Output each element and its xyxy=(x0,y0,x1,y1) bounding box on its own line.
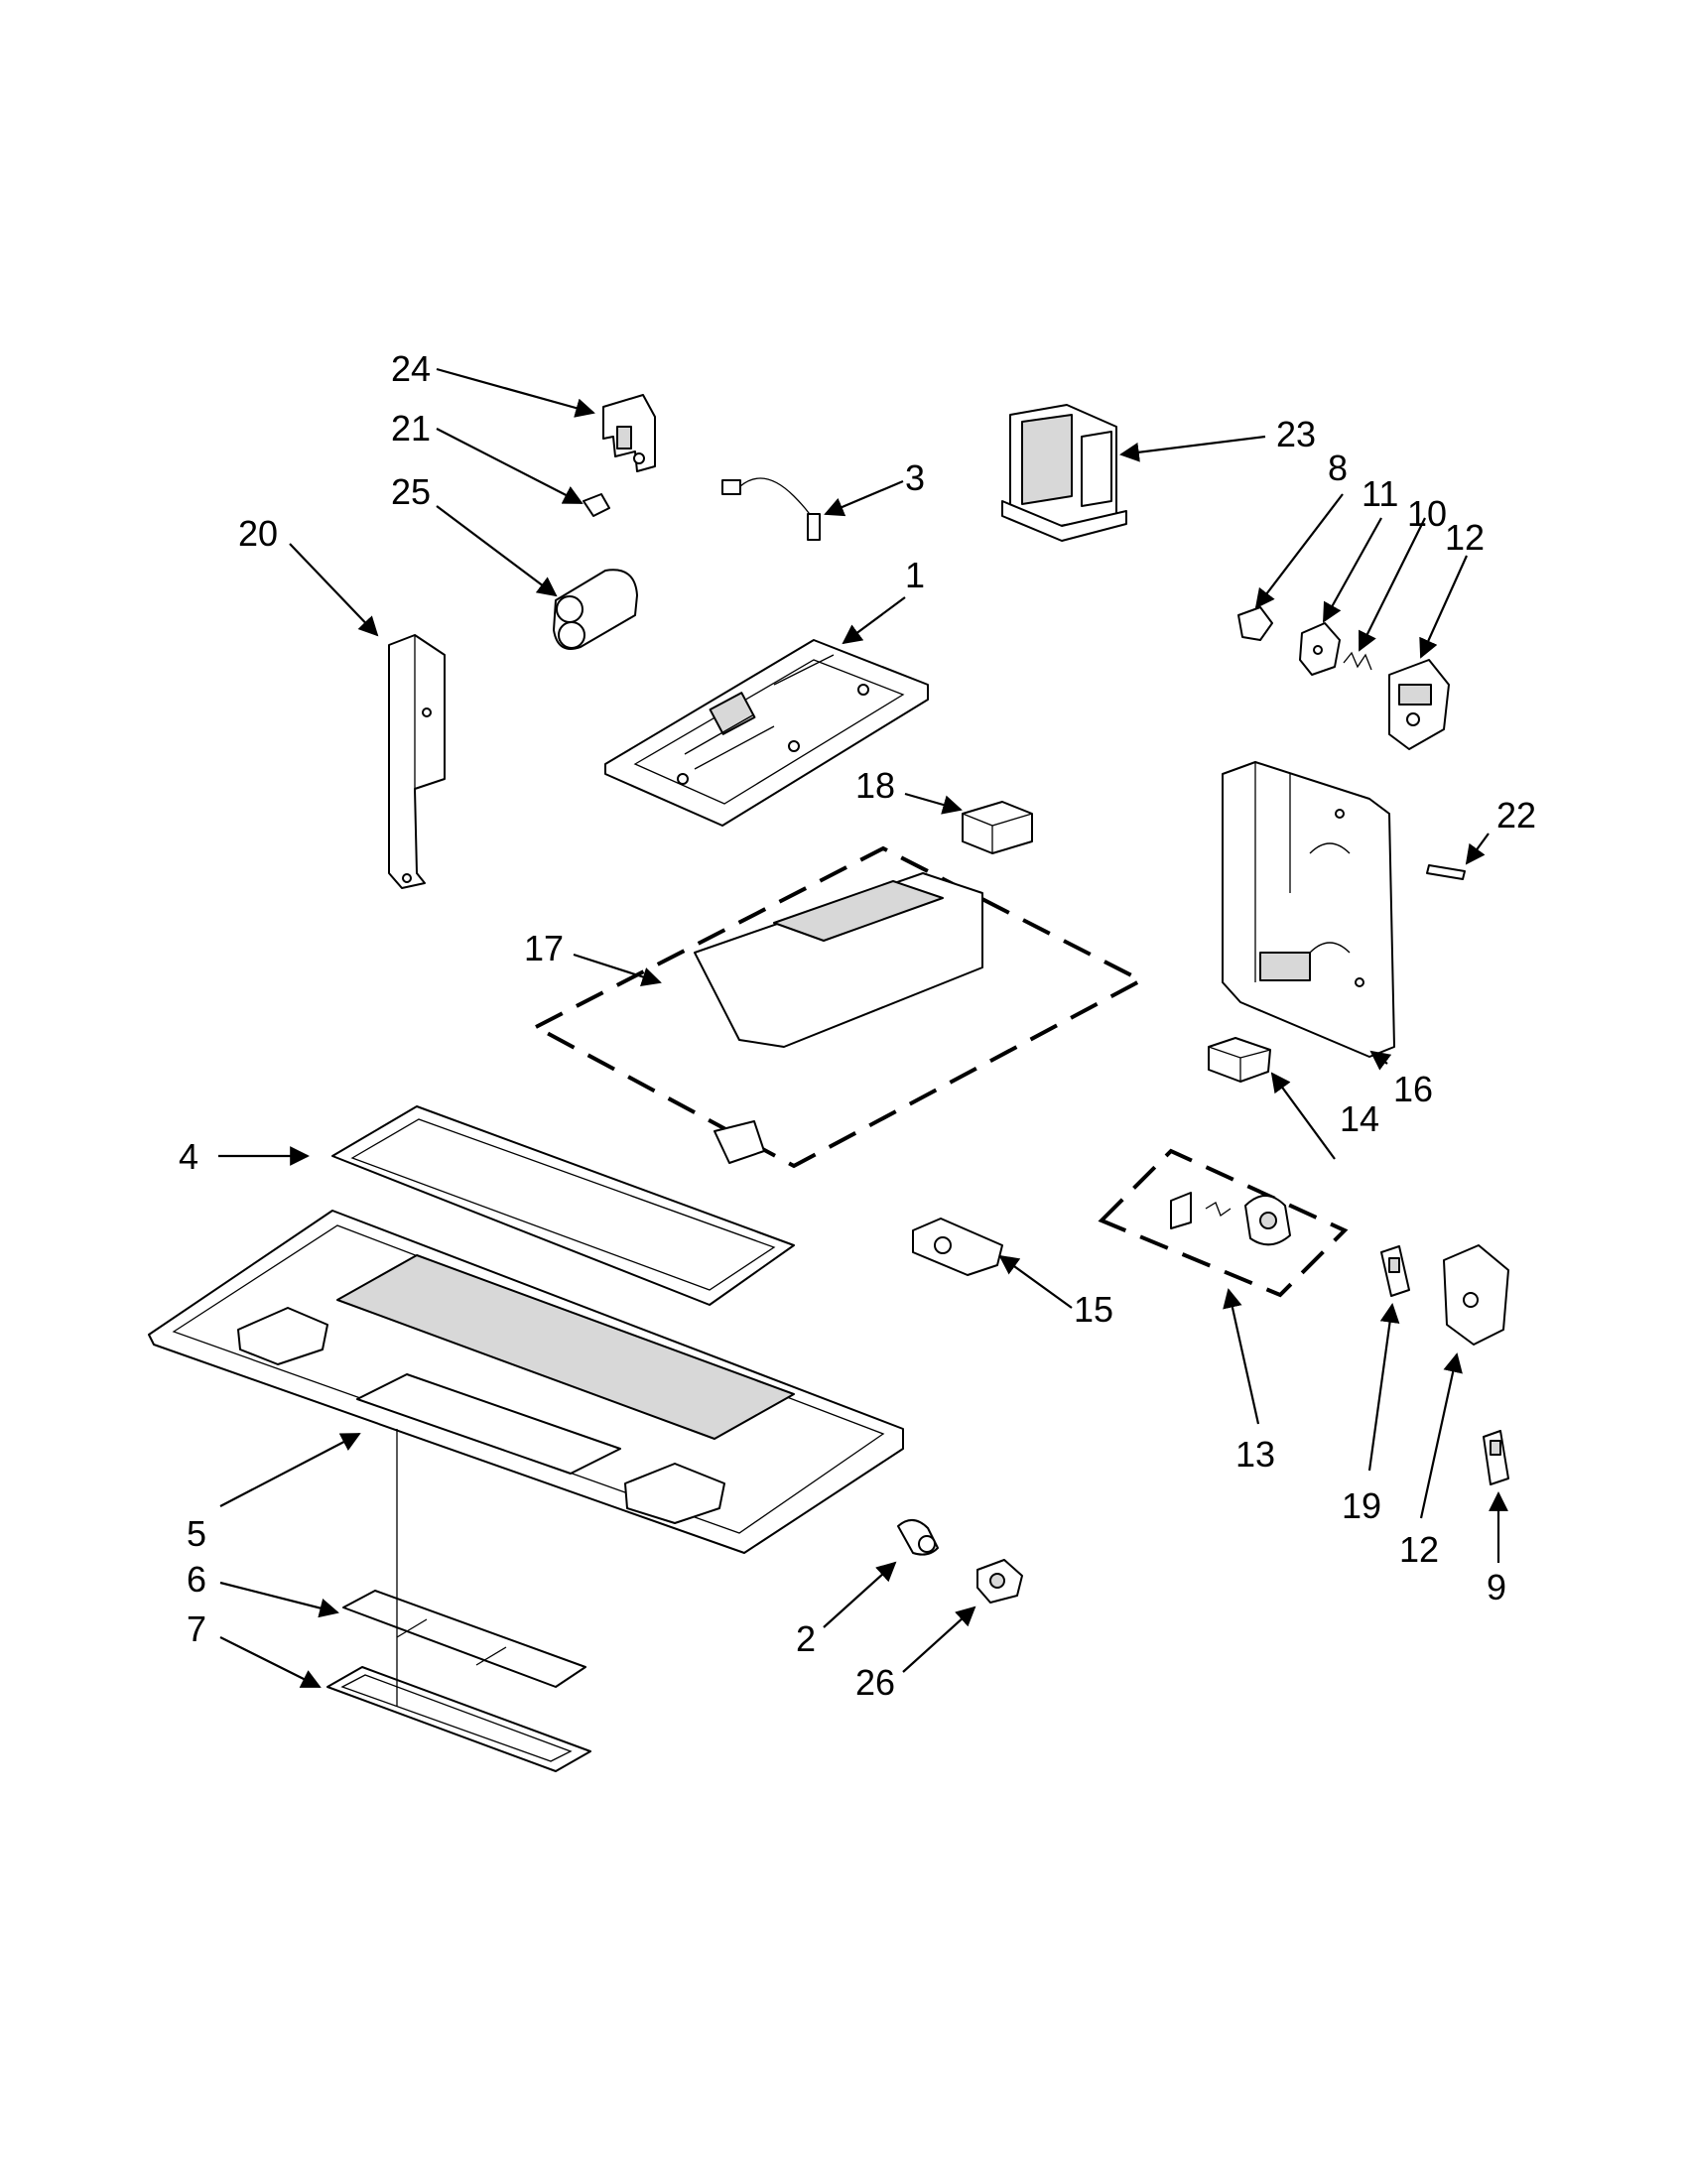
callout-8: 8 xyxy=(1328,448,1348,488)
part-24-bracket xyxy=(602,394,656,472)
part-12-switch-bracket-top xyxy=(1388,659,1450,750)
callout-13: 13 xyxy=(1235,1434,1275,1475)
part-15-thermostat-bracket xyxy=(912,1218,1003,1276)
part-23-transformer xyxy=(1001,404,1127,542)
callout-19: 19 xyxy=(1342,1485,1381,1526)
part-8-terminal xyxy=(1237,606,1273,641)
part-1-base-plate xyxy=(604,639,929,827)
part-10-spring xyxy=(1343,651,1372,671)
part-26-bulb-holder xyxy=(976,1559,1023,1604)
part-13-motor-assembly xyxy=(1098,1148,1349,1298)
callout-5: 5 xyxy=(187,1513,206,1554)
callout-10: 10 xyxy=(1407,493,1447,534)
part-18-relay xyxy=(962,801,1033,854)
callout-12-lower: 12 xyxy=(1399,1529,1439,1570)
part-17-duct-assembly xyxy=(531,845,1146,1169)
part-12-switch-bracket-lower xyxy=(1443,1244,1509,1346)
callout-12-top: 12 xyxy=(1445,517,1485,558)
callout-16: 16 xyxy=(1393,1069,1433,1109)
part-9-switch xyxy=(1483,1430,1509,1485)
part-5-bottom-plate xyxy=(148,1210,904,1554)
callout-23: 23 xyxy=(1276,414,1316,454)
part-21-pin xyxy=(1426,864,1466,880)
callout-labels: 24 21 25 3 23 1 20 8 11 10 12 18 22 17 1… xyxy=(179,348,1536,1703)
callout-21: 22 xyxy=(1496,795,1536,835)
part-14-box xyxy=(1208,1037,1271,1083)
callout-15: 15 xyxy=(1074,1289,1113,1330)
part-4-grille xyxy=(331,1105,795,1306)
callout-18: 18 xyxy=(855,765,895,806)
callout-26: 26 xyxy=(855,1662,895,1703)
part-11-switch-bracket xyxy=(1299,622,1341,676)
callout-3: 3 xyxy=(905,457,925,498)
callout-1: 1 xyxy=(905,555,925,595)
part-16-control-bracket xyxy=(1222,761,1395,1058)
callout-20: 20 xyxy=(238,513,278,554)
callout-14: 14 xyxy=(1340,1098,1379,1139)
part-6-light-cover xyxy=(342,1590,586,1688)
callout-9: 9 xyxy=(1487,1567,1506,1607)
part-3-sensor xyxy=(721,477,821,541)
callout-22: 21 xyxy=(391,408,431,449)
part-20-vertical-bracket xyxy=(388,634,446,889)
part-2-lamp-socket xyxy=(897,1519,939,1556)
callout-7: 7 xyxy=(187,1608,206,1649)
callout-6: 6 xyxy=(187,1559,206,1600)
callout-2: 2 xyxy=(796,1618,816,1659)
callout-17: 17 xyxy=(524,928,564,968)
callout-11: 11 xyxy=(1362,473,1398,514)
part-22-clip xyxy=(583,493,610,517)
callout-25: 25 xyxy=(391,471,431,512)
leader-lines xyxy=(218,367,1508,1688)
callout-4: 4 xyxy=(179,1136,198,1177)
callout-24: 24 xyxy=(391,348,431,389)
part-7-lamp-frame xyxy=(326,1666,591,1772)
part-25-capacitor xyxy=(553,569,638,650)
part-19-switch xyxy=(1380,1245,1410,1297)
